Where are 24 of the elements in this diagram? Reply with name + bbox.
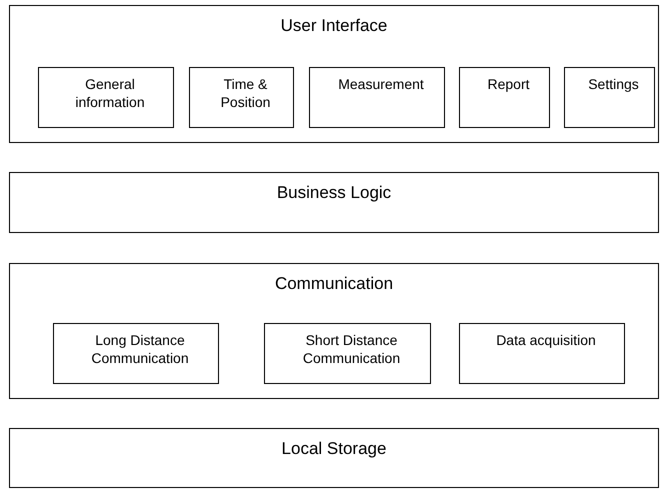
layer-title: User Interface (280, 16, 388, 36)
component-label: Settings (587, 75, 640, 93)
component-box (564, 67, 655, 128)
component-box (459, 323, 625, 384)
component-box (264, 323, 431, 384)
component-label: Time & Position (220, 75, 272, 111)
layer-title: Business Logic (276, 183, 392, 203)
component-label: Measurement (337, 75, 425, 93)
layer-title: Communication (274, 274, 394, 294)
component-box (38, 67, 174, 128)
component-label: Data acquisition (495, 331, 597, 349)
component-label: Long Distance Communication (90, 331, 190, 367)
layer-box (9, 172, 659, 233)
component-box (459, 67, 550, 128)
layer-box (9, 5, 659, 143)
component-box (309, 67, 445, 128)
component-label: Short Distance Communication (302, 331, 402, 367)
component-label: Report (486, 75, 531, 93)
component-label: General information (74, 75, 146, 111)
component-box (189, 67, 294, 128)
layer-title: Local Storage (280, 439, 388, 459)
layer-box (9, 263, 659, 399)
layer-box (9, 428, 659, 488)
component-box (53, 323, 219, 384)
